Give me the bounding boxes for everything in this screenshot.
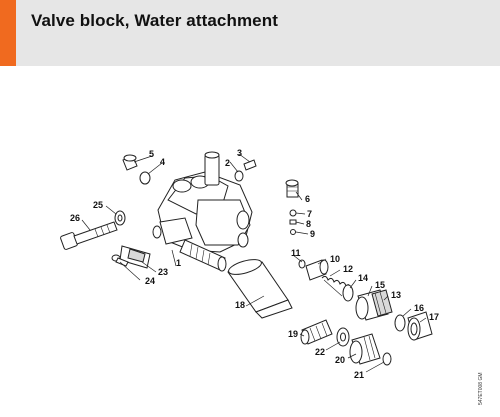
part-17-nut	[407, 311, 433, 341]
label-19: 19	[288, 329, 298, 339]
label-9: 9	[310, 229, 315, 239]
label-7: 7	[307, 209, 312, 219]
label-11: 11	[291, 248, 301, 258]
label-20: 20	[335, 355, 345, 365]
label-6: 6	[305, 194, 310, 204]
part-13-nipple	[371, 289, 393, 317]
part-10-nozzle	[305, 259, 329, 281]
page-title: Valve block, Water attachment	[31, 11, 278, 30]
part-5-plug	[122, 154, 138, 171]
label-10: 10	[330, 254, 340, 264]
label-3: 3	[237, 148, 242, 158]
label-14: 14	[358, 273, 368, 283]
part-7-ball	[289, 209, 297, 217]
part-20-coupling	[349, 333, 381, 365]
part-18-tube	[227, 259, 293, 319]
part-26-bolt	[60, 221, 118, 250]
label-8: 8	[306, 219, 311, 229]
part-11-o-ring	[298, 259, 306, 269]
part-24-screw	[111, 254, 129, 267]
header-accent-stripe	[0, 0, 16, 66]
header-bar: Valve block, Water attachment	[0, 0, 500, 66]
label-2: 2	[225, 158, 230, 168]
label-25: 25	[93, 200, 103, 210]
label-26: 26	[70, 213, 80, 223]
label-16: 16	[414, 303, 424, 313]
label-21: 21	[354, 370, 364, 380]
label-4: 4	[160, 157, 165, 167]
part-3-screw	[243, 159, 257, 171]
part-21-o-ring	[382, 352, 392, 366]
part-8-seal	[289, 219, 297, 225]
part-number-labels: 1 2 3 4 5 6 7 8 9 10 11 12 13 14 15 16 1…	[70, 148, 439, 380]
part-14-o-ring	[342, 284, 354, 302]
label-12: 12	[343, 264, 353, 274]
part-19-filter	[300, 319, 333, 345]
drawing-code: 547ET008 GM	[478, 372, 484, 405]
label-22: 22	[315, 347, 325, 357]
part-6-fitting	[285, 179, 299, 198]
part-9-ring	[290, 229, 296, 235]
part-16-o-ring	[394, 314, 406, 332]
valve-block-body	[152, 151, 253, 272]
leader-lines	[81, 153, 427, 373]
part-2-seal	[234, 170, 244, 182]
label-15: 15	[375, 280, 385, 290]
label-5: 5	[149, 149, 154, 159]
label-18: 18	[235, 300, 245, 310]
label-1: 1	[176, 258, 181, 268]
label-23: 23	[158, 267, 168, 277]
part-4-o-ring	[139, 171, 151, 185]
label-17: 17	[429, 312, 439, 322]
label-24: 24	[145, 276, 155, 286]
label-13: 13	[391, 290, 401, 300]
